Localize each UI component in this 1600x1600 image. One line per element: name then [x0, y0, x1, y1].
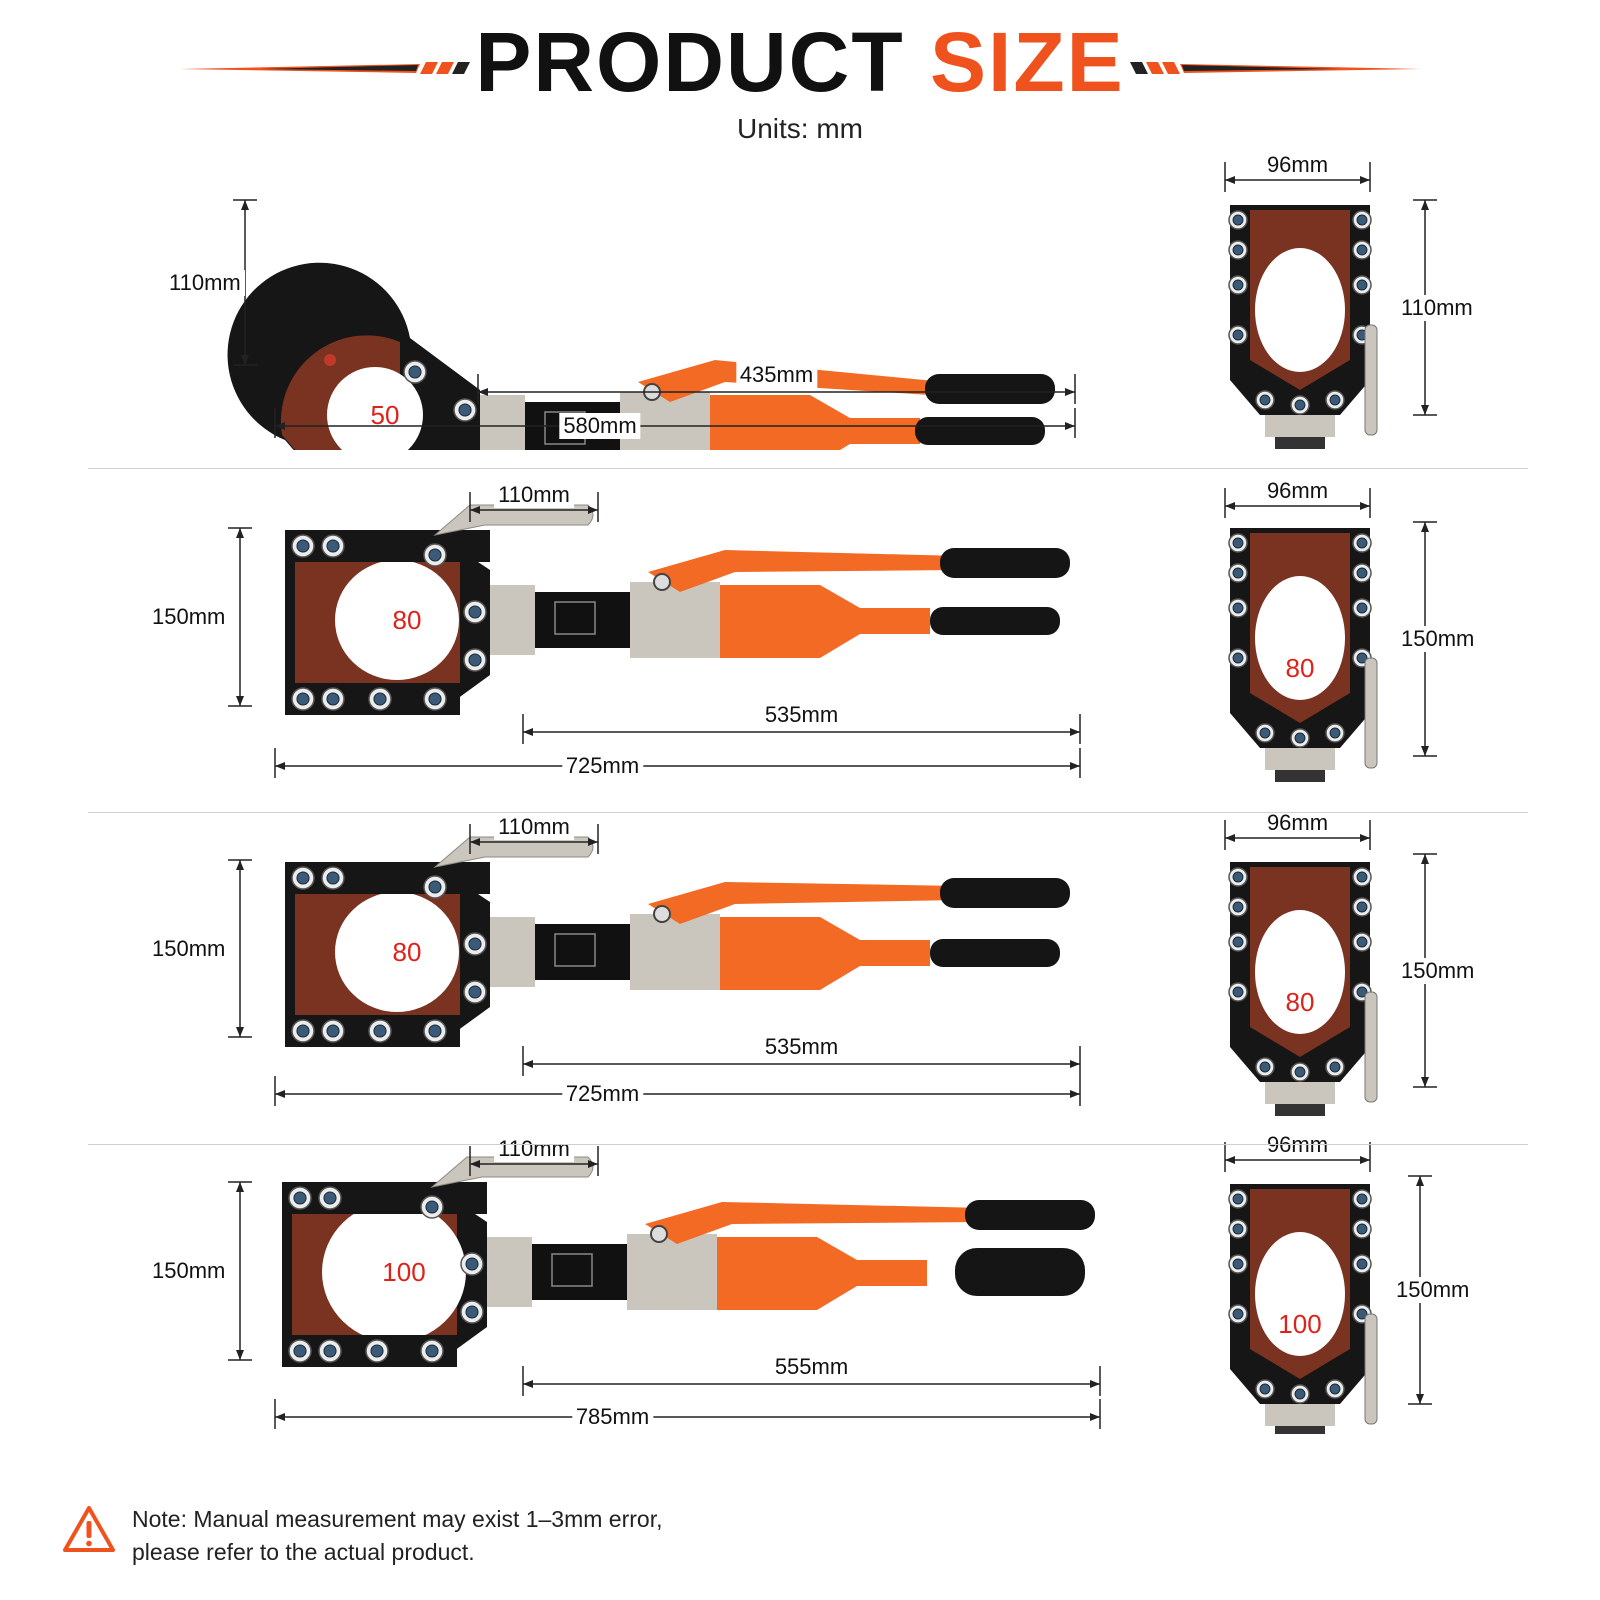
body-length-dimension-label: 535mm: [760, 1034, 843, 1060]
top-width-dimension-label: 96mm: [1262, 478, 1333, 504]
top-view-jaw-label: 100: [1278, 1309, 1322, 1339]
cutter-top-view: [1228, 205, 1378, 449]
total-length-dimension-label: 725mm: [561, 753, 644, 779]
total-length-dimension-label: 725mm: [561, 1081, 644, 1107]
lever-length-dimension-label: 110mm: [494, 482, 574, 508]
top-width-dimension-label: 96mm: [1262, 810, 1333, 836]
jaw-capacity-label: 80: [392, 937, 422, 967]
top-view-jaw-label: 80: [1285, 987, 1315, 1017]
row-divider: [88, 812, 1528, 813]
top-height-dimension-label: 150mm: [1392, 1277, 1474, 1303]
product-row: 50 110mm 435mm 580mm 96mm 110mm: [0, 152, 1600, 450]
cutter-top-view: [1228, 528, 1378, 782]
units-label: Units: mm: [737, 113, 863, 144]
row-divider: [88, 468, 1528, 469]
note-line-1: Note: Manual measurement may exist 1–3mm…: [132, 1506, 663, 1532]
jaw-capacity-label: 100: [382, 1257, 426, 1287]
product-row: 80 150mm 535mm 725mm 110mm 80 96mm 150mm: [0, 810, 1600, 1122]
top-view-jaw-label: 80: [1285, 653, 1315, 683]
row-divider: [88, 1144, 1528, 1145]
body-length-dimension-label: 535mm: [760, 702, 843, 728]
cutter-side-view: [228, 1142, 1432, 1434]
top-height-dimension-label: 110mm: [1397, 294, 1477, 321]
height-dimension-label: 150mm: [148, 1258, 230, 1284]
height-dimension-label: 110mm: [165, 269, 245, 296]
cutter-side-view: [227, 162, 1437, 450]
total-length-dimension-label: 785mm: [571, 1404, 654, 1430]
body-length-dimension-label: 555mm: [770, 1354, 853, 1380]
top-width-dimension-label: 96mm: [1262, 152, 1333, 178]
total-length-dimension-label: 580mm: [559, 413, 641, 439]
lever-length-dimension-label: 110mm: [494, 1136, 574, 1162]
top-height-dimension-label: 150mm: [1397, 626, 1479, 652]
cutter-side-view: [228, 488, 1437, 782]
title-part-size: SIZE: [929, 15, 1125, 109]
cutter-side-view: [228, 820, 1437, 1116]
title-decoration-right: [1130, 62, 1420, 74]
product-row: 100 150mm 555mm 785mm 110mm 100 96mm 150mm: [0, 1132, 1600, 1434]
page-title: PRODUCT SIZE: [0, 20, 1600, 104]
body-length-dimension-label: 435mm: [735, 362, 818, 388]
cutter-top-view: [1228, 862, 1378, 1116]
height-dimension-label: 150mm: [148, 604, 230, 630]
height-dimension-label: 150mm: [148, 935, 230, 962]
lever-length-dimension-label: 110mm: [494, 814, 574, 840]
top-width-dimension-label: 96mm: [1262, 1132, 1333, 1158]
cutter-top-view: [1228, 1184, 1378, 1434]
title-decoration-left: [180, 62, 470, 74]
title-part-product: PRODUCT: [475, 15, 905, 109]
jaw-capacity-label: 80: [392, 605, 422, 635]
note: Note: Manual measurement may exist 1–3mm…: [62, 1503, 662, 1569]
jaw-capacity-label: 50: [370, 400, 400, 430]
top-height-dimension-label: 150mm: [1397, 957, 1479, 984]
note-line-2: please refer to the actual product.: [132, 1539, 475, 1565]
product-row: 80 150mm 535mm 725mm 110mm 80 96mm 150mm: [0, 478, 1600, 800]
warning-icon: [63, 1506, 115, 1552]
